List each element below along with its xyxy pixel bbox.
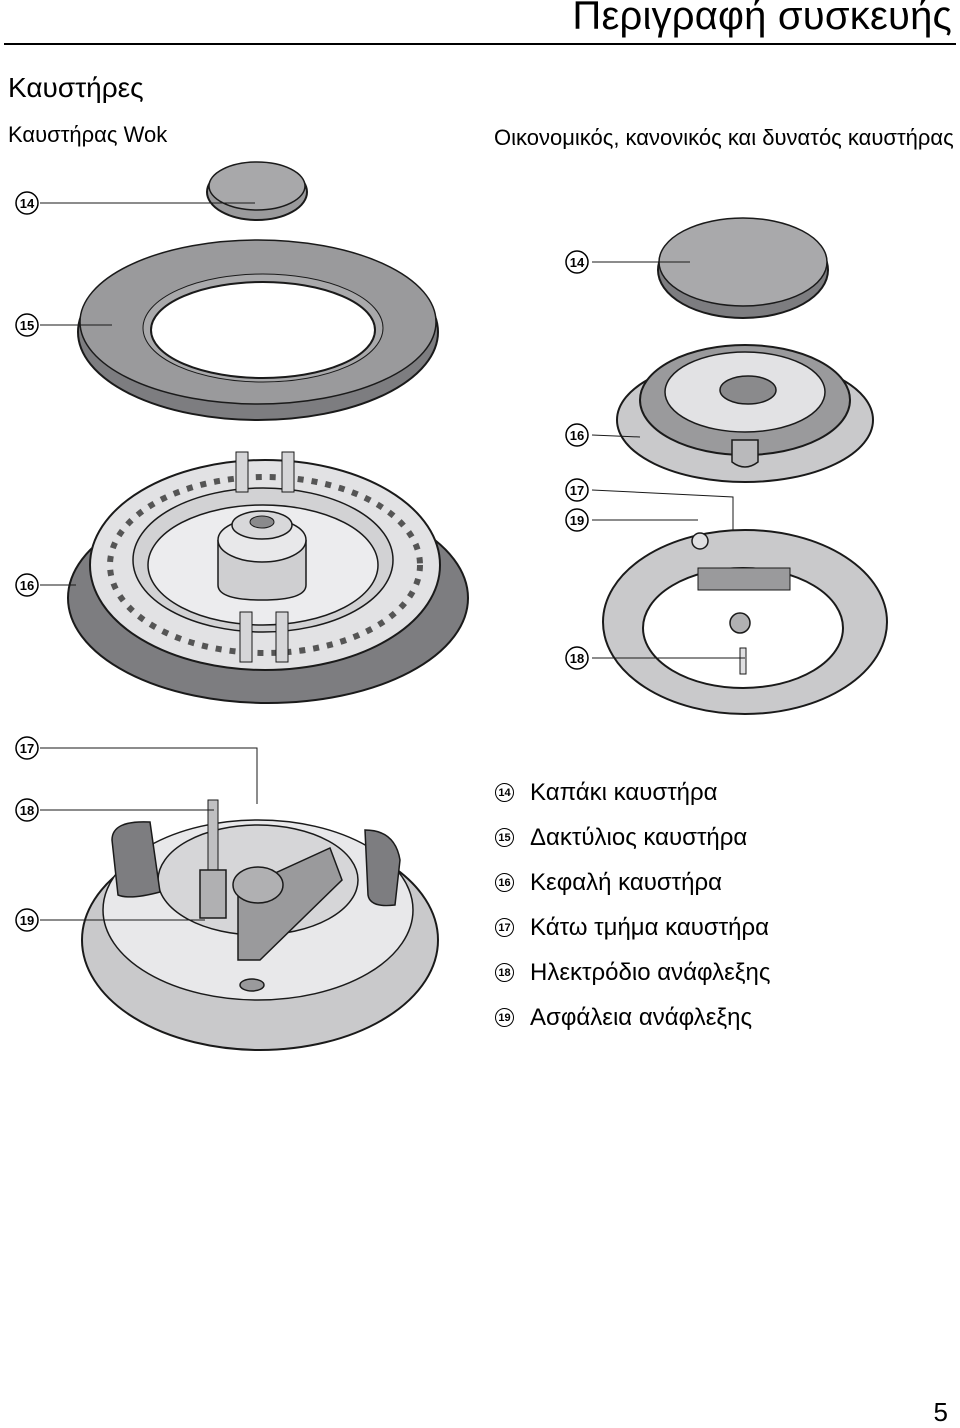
svg-text:14: 14 [570, 255, 585, 270]
callout-14-wok: 14 [15, 191, 39, 215]
legend-item-17: 17 Κάτω τμήμα καυστήρα [495, 905, 770, 950]
legend-label: Κάτω τμήμα καυστήρα [530, 913, 770, 941]
section-title: Καυστήρες [8, 72, 144, 103]
legend-number-badge: 17 [495, 918, 514, 937]
standard-burner-head [616, 344, 874, 483]
standard-burner-base [602, 529, 888, 715]
burner-diagram: 14 15 16 14 16 17 19 18 17 18 19 [15, 161, 888, 1051]
legend-label: Καπάκι καυστήρα [530, 778, 718, 806]
legend-label: Δακτύλιος καυστήρα [530, 823, 748, 851]
callout-17-standard: 17 [565, 478, 589, 502]
callout-14-standard: 14 [565, 250, 589, 274]
svg-text:15: 15 [20, 318, 34, 333]
callout-16-wok: 16 [15, 573, 39, 597]
callout-16-standard: 16 [565, 423, 589, 447]
wok-burner-ring [77, 239, 439, 421]
legend-item-15: 15 Δακτύλιος καυστήρα [495, 815, 770, 860]
page-number: 5 [933, 1397, 948, 1427]
header-divider [4, 43, 956, 45]
parts-legend: 14 Καπάκι καυστήρα 15 Δακτύλιος καυστήρα… [495, 770, 770, 1040]
other-burners-caption: Οικονομικός, κανονικός και δυνατός καυστ… [494, 125, 954, 150]
legend-item-19: 19 Ασφάλεια ανάφλεξης [495, 995, 770, 1040]
legend-number-badge: 19 [495, 1008, 514, 1027]
svg-text:14: 14 [20, 196, 35, 211]
leader-lines [40, 202, 745, 921]
callout-18-standard: 18 [565, 646, 589, 670]
svg-text:19: 19 [570, 513, 584, 528]
svg-text:16: 16 [20, 578, 34, 593]
callout-19-standard: 19 [565, 508, 589, 532]
svg-text:18: 18 [570, 651, 584, 666]
legend-number-badge: 18 [495, 963, 514, 982]
svg-text:18: 18 [20, 803, 34, 818]
legend-number-badge: 14 [495, 783, 514, 802]
legend-number-badge: 16 [495, 873, 514, 892]
legend-label: Ηλεκτρόδιο ανάφλεξης [530, 958, 771, 986]
page-header-title: Περιγραφή συσκευής [572, 0, 952, 38]
svg-text:17: 17 [20, 741, 34, 756]
standard-burner-cap [657, 217, 829, 319]
callout-19-wok: 19 [15, 908, 39, 932]
legend-number-badge: 15 [495, 828, 514, 847]
wok-burner-base [81, 799, 439, 1051]
callout-18-wok: 18 [15, 798, 39, 822]
legend-item-18: 18 Ηλεκτρόδιο ανάφλεξης [495, 950, 770, 995]
wok-burner-cap [206, 161, 308, 221]
legend-item-16: 16 Κεφαλή καυστήρα [495, 860, 770, 905]
callout-17-wok: 17 [15, 736, 39, 760]
svg-text:17: 17 [570, 483, 584, 498]
legend-item-14: 14 Καπάκι καυστήρα [495, 770, 770, 815]
svg-text:16: 16 [570, 428, 584, 443]
svg-text:19: 19 [20, 913, 34, 928]
legend-label: Ασφάλεια ανάφλεξης [530, 1003, 753, 1031]
legend-label: Κεφαλή καυστήρα [530, 868, 723, 896]
wok-burner-caption: Καυστήρας Wok [8, 122, 168, 147]
callout-15-wok: 15 [15, 313, 39, 337]
wok-burner-head [67, 451, 469, 704]
